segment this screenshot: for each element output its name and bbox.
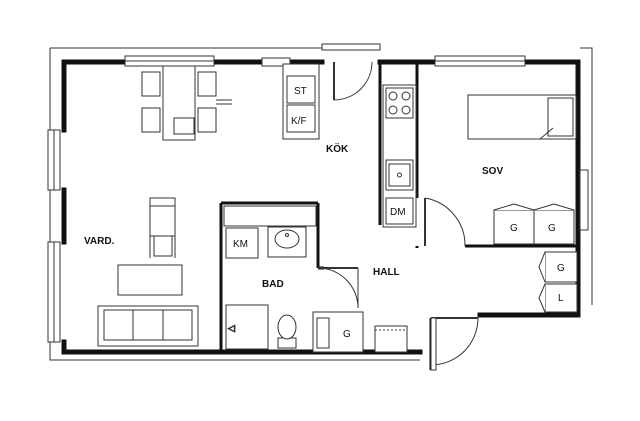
desk-chair (149, 197, 176, 258)
label-fridge-freezer: K/F (291, 116, 307, 127)
label-dishwasher: DM (390, 207, 406, 218)
label-wardrobe-bed-3: G (557, 263, 565, 274)
label-washing-machine: KM (233, 239, 248, 250)
window-top-mid (261, 57, 291, 67)
windows (47, 55, 589, 343)
doors (317, 43, 479, 371)
room-label-kitchen: KÖK (326, 142, 349, 155)
label-wardrobe-bed-1: G (510, 223, 518, 234)
label-wardrobe-hall: G (343, 329, 351, 340)
kitchen-tall-cabinets (282, 63, 320, 140)
room-label-bath: BAD (262, 279, 284, 290)
linen-closet (544, 283, 578, 313)
sofa (97, 305, 199, 347)
window-right (579, 169, 589, 231)
svg-text:◁: ◁ (228, 323, 235, 333)
outer-walls (61, 59, 581, 355)
fridge-freezer (286, 104, 316, 133)
bed (467, 94, 577, 140)
washing-machine (225, 227, 259, 259)
toilet-bowl (277, 314, 297, 340)
dishwasher-box (385, 197, 414, 225)
room-label-hall: HALL (373, 267, 400, 278)
stove (385, 87, 414, 119)
label-stove-closet: ST (294, 86, 307, 97)
room-label-bedroom: SOV (482, 166, 503, 177)
coffee-table (117, 264, 183, 296)
wardrobe-bed-2 (533, 209, 575, 245)
room-label-living: VARD. (84, 236, 115, 247)
kitchen-counter (382, 84, 417, 228)
door-kitchen-top (321, 43, 381, 51)
bath-fixtures: ◁ (223, 205, 317, 350)
dining-set (141, 65, 232, 141)
hall-fixtures (312, 311, 408, 353)
label-wardrobe-bed-2: G (548, 223, 556, 234)
stove-closet (286, 75, 316, 104)
label-linen-closet: L (558, 293, 564, 304)
bath-cabinet (225, 304, 269, 350)
bedroom-wardrobes (493, 203, 578, 313)
